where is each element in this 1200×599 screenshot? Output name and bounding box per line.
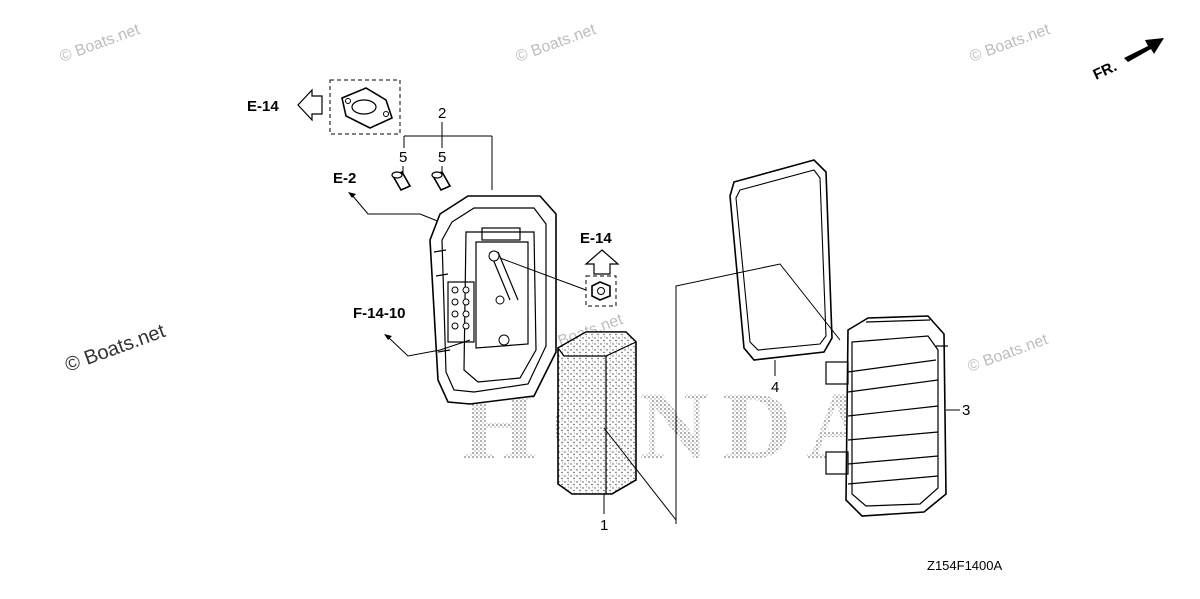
reference-arrow-up-icon <box>584 249 620 275</box>
nut-dashed-box <box>585 275 617 307</box>
breather-reference: F-14-10 <box>353 305 471 357</box>
watermark-top-right: © Boats.net <box>968 21 1053 66</box>
callout-5-left: 5 <box>399 149 407 166</box>
air-filter-element: 1 <box>557 331 677 534</box>
bolt-left-icon <box>391 170 412 192</box>
gasket-reference-label: E-14 <box>247 98 279 115</box>
front-label: FR. <box>1091 58 1120 84</box>
gasket-dashed-box <box>329 79 401 135</box>
bolt-reference-label: E-2 <box>333 170 356 187</box>
callout-1: 1 <box>600 517 608 534</box>
front-arrow-icon <box>1124 38 1164 62</box>
callout-3: 3 <box>962 402 970 419</box>
callout-2: 2 <box>438 105 446 122</box>
gasket-reference: E-14 <box>247 79 401 135</box>
reference-arrow-left-icon <box>297 88 323 122</box>
diagram-code: Z154F1400A <box>927 558 1002 573</box>
callout-4: 4 <box>771 379 779 396</box>
air-cleaner-case <box>429 195 557 405</box>
bolt-right-icon <box>431 170 452 192</box>
nut-reference: E-14 <box>499 230 620 307</box>
air-cleaner-cover: 3 <box>825 315 970 517</box>
cover-seal: 4 <box>729 159 833 396</box>
watermark-right: © Boats.net <box>966 331 1051 376</box>
nut-reference-label: E-14 <box>580 230 612 247</box>
bolt-reference: E-2 <box>333 170 441 223</box>
front-direction-indicator: FR. <box>1091 38 1164 84</box>
watermark-top-center: © Boats.net <box>514 21 599 66</box>
callout-5-right: 5 <box>438 149 446 166</box>
callout-2-group: 2 5 5 <box>399 105 493 190</box>
watermark-left-large: © Boats.net <box>62 320 168 377</box>
breather-reference-label: F-14-10 <box>353 305 406 322</box>
watermark-top-left: © Boats.net <box>58 21 143 66</box>
